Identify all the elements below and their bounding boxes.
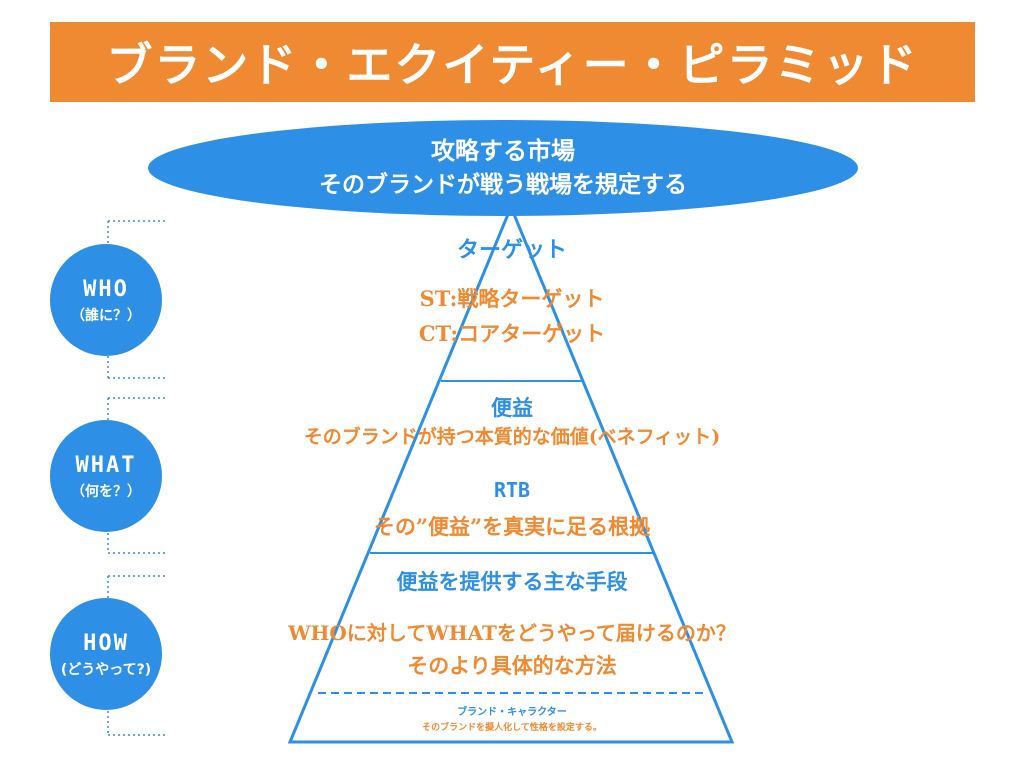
target-strategic: ST:戦略ターゲット — [419, 286, 605, 311]
how-label: HOW — [83, 631, 129, 656]
what-circle: WHAT （何を？） — [50, 420, 162, 532]
how-sub: (どうやって?) — [60, 662, 152, 678]
means-line2: そのより具体的な方法 — [407, 653, 617, 678]
target-heading: ターゲット — [456, 238, 567, 263]
market-description: そのブランドが戦う戦場を規定する — [319, 171, 687, 198]
market-title: 攻略する市場 — [431, 137, 575, 166]
who-circle: WHO （誰に？） — [50, 244, 162, 356]
means-heading: 便益を提供する主な手段 — [396, 570, 628, 594]
how-circle: HOW (どうやって?) — [50, 598, 162, 710]
pyramid-outline — [287, 203, 735, 744]
character-heading: ブランド・キャラクター — [457, 707, 567, 718]
benefit-heading: 便益 — [491, 396, 533, 420]
what-sub: （何を？） — [71, 484, 141, 500]
what-label: WHAT — [75, 453, 137, 478]
benefit-description: そのブランドが持つ本質的な価値(ベネフィット) — [303, 426, 721, 448]
title-banner: ブランド・エクイティー・ピラミッド — [50, 22, 975, 102]
rtb-heading: RTB — [493, 478, 531, 502]
who-label: WHO — [83, 277, 129, 302]
page-title: ブランド・エクイティー・ピラミッド — [106, 38, 919, 92]
means-line1: WHOに対してWHATをどうやって届けるのか？ — [288, 621, 736, 645]
market-ellipse: 攻略する市場 そのブランドが戦う戦場を規定する — [148, 120, 858, 216]
target-core: CT:コアターゲット — [418, 321, 606, 346]
who-sub: （誰に？） — [71, 308, 141, 324]
rtb-description: その”便益”を真実に足る根拠 — [373, 514, 651, 539]
character-description: そのブランドを擬人化して性格を設定する。 — [422, 723, 602, 733]
